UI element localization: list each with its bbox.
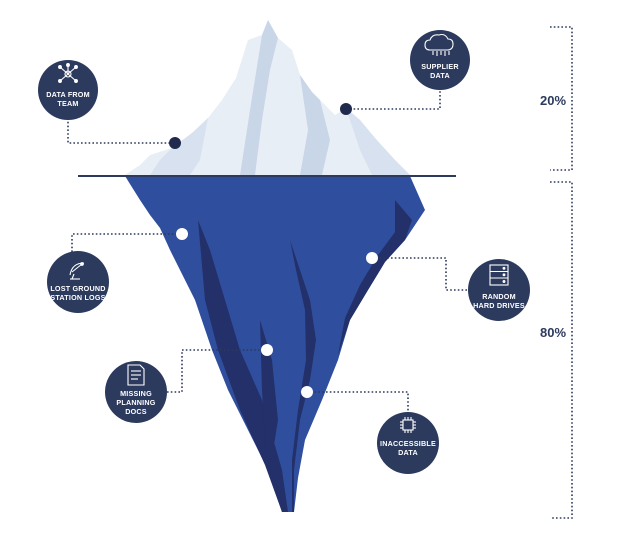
badge-label-line-1: DATA FROM xyxy=(46,90,90,99)
badge-circle xyxy=(38,60,98,120)
server-icon xyxy=(489,264,509,286)
badge-label-line-2: DATA xyxy=(430,71,450,80)
iceberg-tip-shade-1 xyxy=(240,20,278,175)
badge-label-line-2: STATION LOGS xyxy=(50,293,105,302)
network-icon xyxy=(58,63,78,83)
badge-label-line-1: MISSING xyxy=(120,389,152,398)
percentage-above: 20% xyxy=(540,93,566,108)
leader-lines xyxy=(67,90,468,413)
leader-lost-ground-station-logs xyxy=(71,233,182,252)
badge-label-line-2: DATA xyxy=(398,448,418,457)
leader-missing-planning-docs xyxy=(167,349,267,393)
dot-lost-ground-station-logs xyxy=(176,228,188,240)
badge-label-line-2: PLANNING xyxy=(116,398,155,407)
bracket-above xyxy=(550,26,573,171)
badge-inaccessible-data: INACCESSIBLE DATA xyxy=(377,412,439,474)
chip-icon xyxy=(400,417,416,433)
percentage-below: 80% xyxy=(540,325,566,340)
iceberg-underwater xyxy=(125,176,425,512)
bracket-below xyxy=(550,181,573,519)
leader-random-hard-drives xyxy=(372,257,468,291)
percentage-brackets: 20% 80% xyxy=(540,26,573,519)
leader-inaccessible-data xyxy=(307,391,409,413)
badge-data-from-team: DATA FROM TEAM xyxy=(38,60,98,120)
dot-missing-planning-docs xyxy=(261,344,273,356)
dots xyxy=(169,103,378,398)
satellite-dish-icon xyxy=(69,262,85,280)
badge-label-line-2: TEAM xyxy=(57,99,78,108)
badge-label-line-1: SUPPLIER xyxy=(421,62,459,71)
badge-label-line-3: DOCS xyxy=(125,407,147,416)
badge-label-line-2: HARD DRIVES xyxy=(473,301,525,310)
dot-random-hard-drives xyxy=(366,252,378,264)
leader-data-from-team xyxy=(67,118,175,144)
badge-label-line-1: RANDOM xyxy=(482,292,516,301)
iceberg-shadow-2 xyxy=(290,240,316,512)
iceberg-underwater-body xyxy=(125,176,425,512)
iceberg-tip xyxy=(125,20,410,175)
badge-supplier-data: SUPPLIER DATA xyxy=(410,30,470,90)
iceberg-shadow-4 xyxy=(260,320,278,470)
cloud-icon xyxy=(424,33,454,56)
badge-circle xyxy=(377,412,439,474)
badge-lost-ground-station-logs: LOST GROUND STATION LOGS xyxy=(47,251,109,313)
badge-circle xyxy=(105,361,167,423)
badge-missing-planning-docs: MISSING PLANNING DOCS xyxy=(105,361,167,423)
badge-circle xyxy=(468,259,530,321)
iceberg-tip-shade-2 xyxy=(300,75,330,175)
document-icon xyxy=(127,364,145,386)
badge-circle xyxy=(47,251,109,313)
dot-data-from-team xyxy=(169,137,181,149)
dot-inaccessible-data xyxy=(301,386,313,398)
badge-label-line-1: INACCESSIBLE xyxy=(380,439,436,448)
iceberg-shadow-3 xyxy=(338,200,412,355)
leader-supplier-data xyxy=(346,90,441,110)
dot-supplier-data xyxy=(340,103,352,115)
badge-label-line-1: LOST GROUND xyxy=(50,284,105,293)
badge-circle xyxy=(410,30,470,90)
iceberg-tip-shade-3 xyxy=(346,108,410,175)
badge-random-hard-drives: RANDOM HARD DRIVES xyxy=(468,259,530,321)
